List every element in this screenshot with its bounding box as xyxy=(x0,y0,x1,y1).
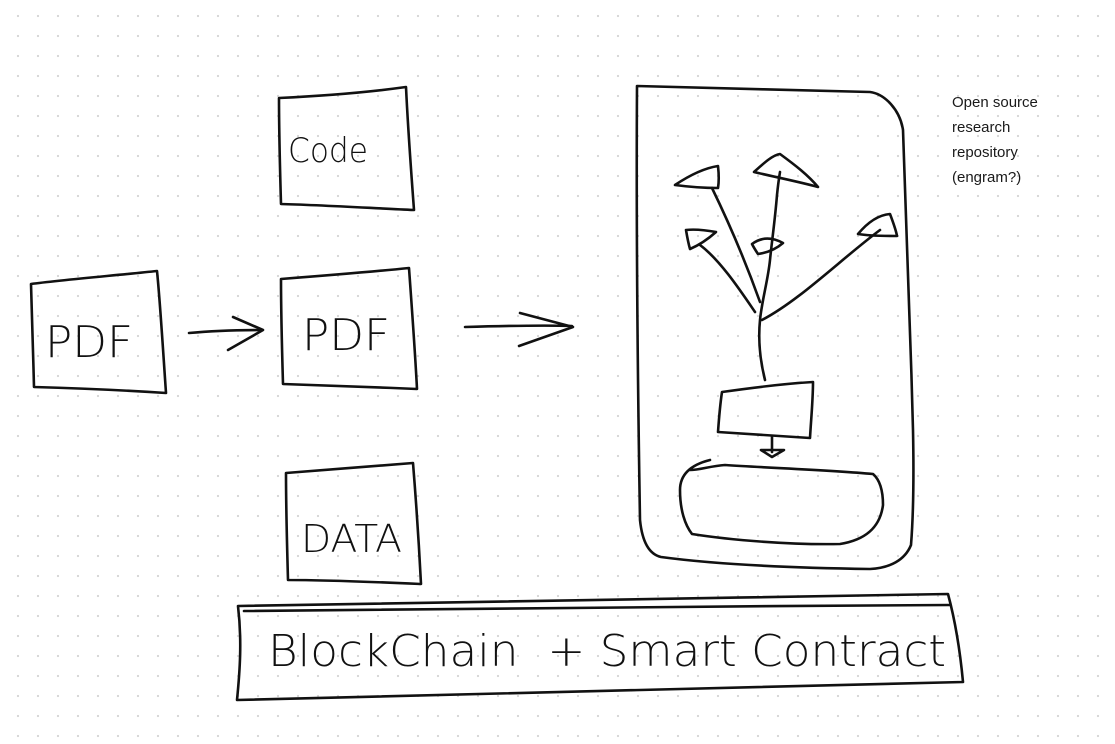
repository-note: Open source research repository (engram?… xyxy=(952,90,1092,190)
note-line: Open source xyxy=(952,94,1038,111)
blockchain-banner: BlockChain + Smart Contract xyxy=(235,592,965,702)
code-box: Code xyxy=(277,85,416,212)
blockchain-label: BlockChain + Smart Contract xyxy=(268,626,946,677)
arrow-source-to-pdf xyxy=(187,315,265,352)
pdf-source-box: PDF xyxy=(29,269,168,395)
repository-container xyxy=(635,84,915,571)
data-box: DATA xyxy=(284,461,423,586)
arrow-pdf-to-repository xyxy=(463,311,575,348)
pdf-label: PDF xyxy=(302,310,390,361)
tree-icon xyxy=(673,152,899,546)
pdf-source-label: PDF xyxy=(45,317,133,368)
code-label: Code xyxy=(288,131,368,171)
pdf-box: PDF xyxy=(279,266,419,391)
data-label: DATA xyxy=(301,517,402,561)
note-line: repository xyxy=(952,144,1018,161)
note-line: research xyxy=(952,119,1011,136)
note-line: (engram?) xyxy=(952,169,1022,186)
